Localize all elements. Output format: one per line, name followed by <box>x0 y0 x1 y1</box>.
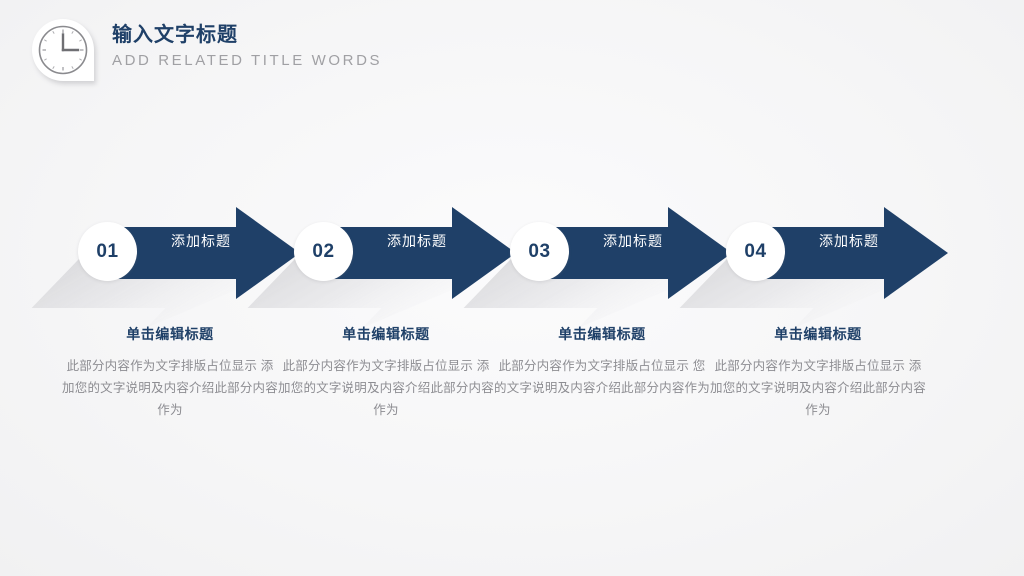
step-number-badge[interactable]: 04 <box>726 222 785 281</box>
clock-face-graphic <box>38 25 88 75</box>
slide-header: 输入文字标题 ADD RELATED TITLE WORDS <box>32 18 382 81</box>
caption-body: 此部分内容作为文字排版占位显示 您的文字说明及内容介绍此部分内容作为 <box>494 358 710 395</box>
step-number-badge[interactable]: 01 <box>78 222 137 281</box>
caption-title: 单击编辑标题 <box>342 326 430 342</box>
arrow-label: 添加标题 <box>387 233 447 249</box>
caption-body: 此部分内容作为文字排版占位显示 添加您的文字说明及内容介绍此部分内容作为 <box>62 358 278 417</box>
caption-block-1[interactable]: 单击编辑标题 此部分内容作为文字排版占位显示 添加您的文字说明及内容介绍此部分内… <box>62 326 278 421</box>
caption-title: 单击编辑标题 <box>126 326 214 342</box>
step-number-text: 01 <box>96 241 119 262</box>
caption-block-3[interactable]: 单击编辑标题 此部分内容作为文字排版占位显示 您的文字说明及内容介绍此部分内容作… <box>494 326 710 400</box>
process-arrow-row: 添加标题 01 <box>0 196 1024 328</box>
caption-title: 单击编辑标题 <box>774 326 862 342</box>
arrow-label: 添加标题 <box>603 233 663 249</box>
caption-title: 单击编辑标题 <box>558 326 646 342</box>
arrow-label: 添加标题 <box>171 233 231 249</box>
caption-block-4[interactable]: 单击编辑标题 此部分内容作为文字排版占位显示 添加您的文字说明及内容介绍此部分内… <box>710 326 926 421</box>
page-subtitle: ADD RELATED TITLE WORDS <box>112 52 383 69</box>
caption-body: 此部分内容作为文字排版占位显示 添加您的文字说明及内容介绍此部分内容作为 <box>278 358 494 417</box>
process-step-1[interactable]: 添加标题 01 <box>31 196 318 328</box>
process-step-4[interactable]: 添加标题 04 <box>679 196 966 328</box>
process-step-2[interactable]: 添加标题 02 <box>247 196 534 328</box>
caption-body: 此部分内容作为文字排版占位显示 添加您的文字说明及内容介绍此部分内容作为 <box>710 358 926 417</box>
caption-block-2[interactable]: 单击编辑标题 此部分内容作为文字排版占位显示 添加您的文字说明及内容介绍此部分内… <box>278 326 494 421</box>
clock-icon <box>32 19 94 81</box>
page-title: 输入文字标题 <box>112 24 238 46</box>
step-number-text: 04 <box>744 241 767 262</box>
step-number-badge[interactable]: 02 <box>294 222 353 281</box>
arrow-shape <box>750 207 948 299</box>
header-text-block: 输入文字标题 ADD RELATED TITLE WORDS <box>112 18 382 69</box>
step-number-badge[interactable]: 03 <box>510 222 569 281</box>
arrow-label: 添加标题 <box>819 233 879 249</box>
step-number-text: 03 <box>528 241 551 262</box>
process-step-3[interactable]: 添加标题 03 <box>463 196 750 328</box>
step-number-text: 02 <box>312 241 335 262</box>
